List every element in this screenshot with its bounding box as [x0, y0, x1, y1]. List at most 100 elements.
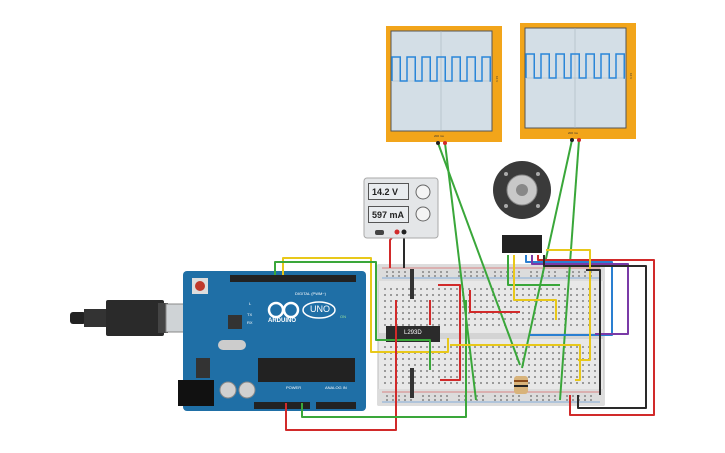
breadboard-hole[interactable] [540, 318, 542, 320]
breadboard-hole[interactable] [390, 312, 392, 314]
breadboard-hole[interactable] [552, 364, 554, 366]
breadboard-hole[interactable] [462, 352, 464, 354]
breadboard-hole[interactable] [492, 352, 494, 354]
breadboard-hole[interactable] [558, 376, 560, 378]
breadboard-hole[interactable] [426, 376, 428, 378]
breadboard-hole[interactable] [546, 352, 548, 354]
breadboard-hole[interactable] [474, 300, 476, 302]
breadboard-hole[interactable] [528, 346, 530, 348]
breadboard-hole[interactable] [540, 288, 542, 290]
rail-hole[interactable] [566, 275, 568, 277]
breadboard-hole[interactable] [408, 376, 410, 378]
breadboard-hole[interactable] [408, 306, 410, 308]
breadboard-hole[interactable] [510, 288, 512, 290]
breadboard-hole[interactable] [570, 370, 572, 372]
breadboard-hole[interactable] [444, 312, 446, 314]
breadboard-hole[interactable] [546, 346, 548, 348]
analog-header[interactable] [316, 402, 356, 409]
breadboard-hole[interactable] [426, 306, 428, 308]
breadboard-hole[interactable] [594, 364, 596, 366]
rail-hole[interactable] [554, 395, 556, 397]
breadboard-hole[interactable] [444, 346, 446, 348]
breadboard-hole[interactable] [576, 306, 578, 308]
breadboard-hole[interactable] [438, 346, 440, 348]
rail-hole[interactable] [458, 395, 460, 397]
rail-hole[interactable] [500, 275, 502, 277]
breadboard-hole[interactable] [492, 300, 494, 302]
breadboard-hole[interactable] [558, 288, 560, 290]
breadboard-hole[interactable] [594, 306, 596, 308]
rail-hole[interactable] [476, 399, 478, 401]
breadboard-hole[interactable] [432, 358, 434, 360]
rail-hole[interactable] [554, 275, 556, 277]
rail-hole[interactable] [566, 395, 568, 397]
rail-hole[interactable] [470, 399, 472, 401]
breadboard-hole[interactable] [432, 288, 434, 290]
breadboard-hole[interactable] [420, 382, 422, 384]
breadboard-hole[interactable] [540, 312, 542, 314]
rail-hole[interactable] [398, 271, 400, 273]
breadboard-hole[interactable] [528, 382, 530, 384]
breadboard-hole[interactable] [546, 376, 548, 378]
breadboard-hole[interactable] [546, 358, 548, 360]
rail-hole[interactable] [530, 275, 532, 277]
breadboard-hole[interactable] [558, 324, 560, 326]
rail-hole[interactable] [494, 275, 496, 277]
breadboard-hole[interactable] [528, 306, 530, 308]
rail-hole[interactable] [500, 395, 502, 397]
dc-motor[interactable] [493, 161, 551, 253]
power-header[interactable] [254, 402, 310, 409]
breadboard-hole[interactable] [498, 346, 500, 348]
breadboard-hole[interactable] [546, 306, 548, 308]
breadboard-hole[interactable] [456, 294, 458, 296]
breadboard-hole[interactable] [516, 318, 518, 320]
breadboard-hole[interactable] [528, 370, 530, 372]
breadboard-hole[interactable] [582, 346, 584, 348]
breadboard-hole[interactable] [414, 364, 416, 366]
breadboard-hole[interactable] [540, 364, 542, 366]
breadboard-hole[interactable] [444, 364, 446, 366]
breadboard-hole[interactable] [552, 324, 554, 326]
breadboard-hole[interactable] [510, 300, 512, 302]
rail-hole[interactable] [536, 275, 538, 277]
breadboard-hole[interactable] [432, 294, 434, 296]
reset-button[interactable] [195, 281, 205, 291]
breadboard-hole[interactable] [402, 312, 404, 314]
rail-hole[interactable] [578, 275, 580, 277]
breadboard-hole[interactable] [444, 370, 446, 372]
breadboard-hole[interactable] [546, 318, 548, 320]
breadboard-hole[interactable] [390, 376, 392, 378]
breadboard-hole[interactable] [570, 382, 572, 384]
rail-hole[interactable] [548, 399, 550, 401]
rail-hole[interactable] [506, 399, 508, 401]
breadboard-hole[interactable] [402, 288, 404, 290]
rail-hole[interactable] [590, 395, 592, 397]
breadboard-hole[interactable] [414, 370, 416, 372]
breadboard-hole[interactable] [492, 294, 494, 296]
breadboard-hole[interactable] [558, 352, 560, 354]
breadboard-hole[interactable] [498, 370, 500, 372]
digital-header[interactable] [230, 275, 356, 282]
breadboard-hole[interactable] [468, 352, 470, 354]
breadboard-hole[interactable] [552, 346, 554, 348]
breadboard-hole[interactable] [468, 312, 470, 314]
breadboard-hole[interactable] [408, 294, 410, 296]
breadboard-hole[interactable] [438, 318, 440, 320]
rail-hole[interactable] [440, 271, 442, 273]
breadboard-hole[interactable] [510, 370, 512, 372]
rail-hole[interactable] [542, 399, 544, 401]
breadboard-hole[interactable] [504, 364, 506, 366]
breadboard-hole[interactable] [438, 288, 440, 290]
breadboard-hole[interactable] [558, 358, 560, 360]
breadboard-hole[interactable] [444, 288, 446, 290]
breadboard-hole[interactable] [414, 300, 416, 302]
breadboard-hole[interactable] [456, 312, 458, 314]
breadboard-hole[interactable] [552, 376, 554, 378]
breadboard-hole[interactable] [468, 382, 470, 384]
breadboard-hole[interactable] [384, 364, 386, 366]
rail-hole[interactable] [398, 275, 400, 277]
breadboard-hole[interactable] [534, 370, 536, 372]
breadboard-hole[interactable] [546, 288, 548, 290]
rail-hole[interactable] [476, 395, 478, 397]
rail-hole[interactable] [386, 271, 388, 273]
